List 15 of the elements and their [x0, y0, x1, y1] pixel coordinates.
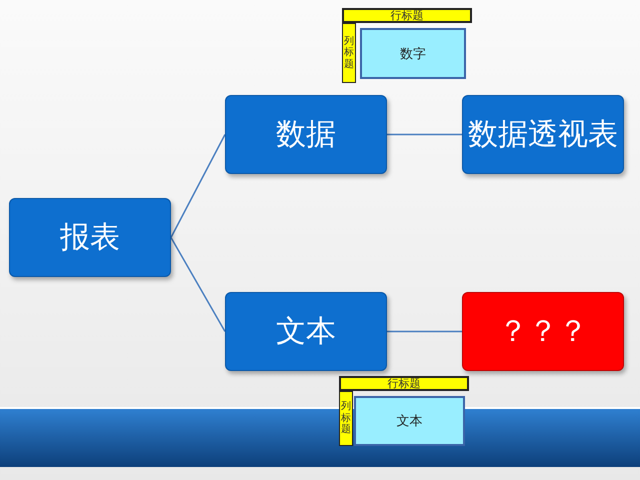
- connector-line: [387, 330, 462, 332]
- value-cell: 文本: [354, 396, 465, 446]
- column-header-bar: 列标题: [342, 23, 356, 83]
- row-header-bar: 行标题: [342, 8, 472, 23]
- connector-line: [170, 134, 226, 238]
- unknown-box: ？？？: [462, 292, 624, 371]
- connector-line: [387, 134, 462, 136]
- connector-line: [170, 237, 226, 332]
- column-header-bar: 列标题: [339, 391, 353, 446]
- row-header-bar: 行标题: [339, 376, 469, 391]
- value-cell: 数字: [360, 28, 466, 79]
- result-box: 数据透视表: [462, 95, 624, 174]
- category-box: 报表: [9, 198, 171, 277]
- category-box: 文本: [225, 292, 387, 371]
- category-box: 数据: [225, 95, 387, 174]
